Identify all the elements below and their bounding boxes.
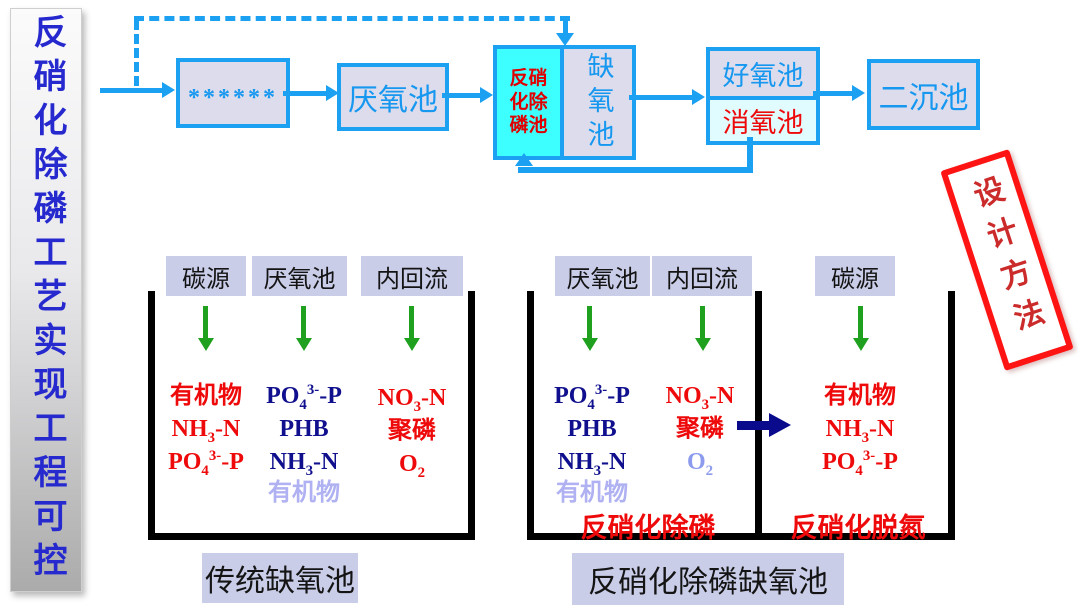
dashed-recycle-line-vertical-right [563,21,568,34]
tank1-species: PHB [279,416,329,442]
dnpr-label-line1: 反硝 [509,67,548,89]
arrow-anaerobic-to-dnpr-stem [442,93,481,98]
tank1-species: O2 [398,451,426,481]
tank1-species: 有机物 [170,383,242,409]
flow-box-deaeration: 消氧池 [710,96,816,141]
tank1-species: NH3-N [171,416,241,446]
tank1-species: PO43--P [168,448,244,479]
arrow-anoxic-to-aerobic-stem [629,95,693,100]
title-banner: 反硝化除磷工艺实现工程可控 [10,8,82,592]
green-arrow-icon [404,338,420,351]
flow-box-anoxic: 缺氧池 [564,49,632,156]
flow-box-inlet: ****** [176,58,290,128]
tank1-species: NH3-N [269,449,339,479]
tank2-species: NH3-N [557,449,627,479]
tank1-header-anaerobic: 厌氧池 [252,256,347,296]
tank2-species: 聚磷 [676,416,724,442]
tank2-species: PO43--P [822,448,898,479]
title-banner-text: 反硝化除磷工艺实现工程可控 [28,14,65,586]
tank1-species: NO3-N [377,385,447,415]
flow-box-aerobic: 好氧池 [710,51,816,96]
tank2-process-note-denitrification: 反硝化脱氮 [790,513,926,543]
green-arrow-icon [582,338,598,351]
dashed-recycle-line-horizontal [134,16,570,21]
tank-dnpr-anoxic: 厌氧池 内回流 碳源 PO43--P PHB NH3-N 有机物 NO3-N 聚… [527,250,955,610]
transfer-arrow-stem [737,421,770,430]
tank1-species: PO43--P [266,382,342,413]
inflow-arrowhead-icon [162,82,175,98]
aerobic-box-label: 好氧池 [722,61,804,91]
tank2-species: O2 [686,449,714,479]
transfer-arrow-icon [769,413,791,437]
green-arrow-icon [695,338,711,351]
arrow-anaerobic-to-dnpr-head-icon [480,87,493,103]
design-method-stamp: 设计方法 [940,149,1074,371]
arrow-inlet-to-anaerobic-head-icon [326,85,339,101]
dnpr-label-line3: 磷池 [509,115,548,137]
tank1-species: 聚磷 [388,418,436,444]
green-arrow-icon [853,338,869,351]
flow-box-dnpr: 反硝 化除 磷池 [497,49,564,156]
tank2-species: NO3-N [665,383,735,413]
design-method-stamp-text: 设计方法 [965,172,1050,347]
tank1-header-internal-recycle: 内回流 [361,256,463,296]
return-line-arrowhead-icon [515,153,533,166]
deaeration-box-label: 消氧池 [722,108,804,138]
green-arrow-stem [203,306,208,339]
green-arrow-stem [301,306,306,339]
green-arrow-icon [198,338,214,351]
tank1-right-wall [468,291,475,540]
anoxic-box-label: 缺氧池 [583,51,614,154]
green-arrow-stem [409,306,414,339]
tank2-species: NH3-N [825,416,895,446]
tank2-right-wall [948,291,955,540]
inflow-arrow-stem [100,88,162,93]
tank2-species: 有机物 [824,383,896,409]
secondary-clarifier-label: 二沉池 [878,81,969,115]
dashed-recycle-arrowhead-icon [556,33,574,46]
tank1-left-wall [148,291,155,540]
tank2-floor [527,533,955,540]
tank2-species: 有机物 [556,480,628,506]
tank1-floor [148,533,475,540]
tank2-species: PHB [567,416,617,442]
flow-box-secondary-clarifier: 二沉池 [867,59,980,130]
arrow-inlet-to-anaerobic-stem [283,91,327,96]
flow-box-aerobic-group: 好氧池 消氧池 [706,47,820,145]
flow-box-anaerobic: 厌氧池 [337,63,449,131]
tank2-process-note-dnpr: 反硝化除磷 [580,513,716,543]
arrow-aerobic-to-secondary-head-icon [852,85,865,101]
return-line-vertical-right [747,137,753,173]
tank2-caption: 反硝化除磷缺氧池 [572,553,844,605]
green-arrow-stem [858,306,863,339]
tank2-species: PO43--P [554,382,630,413]
tank1-species: 有机物 [268,480,340,506]
flow-box-dnpr-anoxic-group: 反硝 化除 磷池 缺氧池 [493,45,636,160]
green-arrow-icon [296,338,312,351]
tank2-left-wall [527,291,534,540]
arrow-aerobic-to-secondary-stem [813,91,853,96]
inlet-box-label: ****** [188,84,278,111]
tank2-divider-wall [755,291,762,540]
anaerobic-box-label: 厌氧池 [348,84,438,117]
green-arrow-stem [587,306,592,339]
tank-traditional-anoxic: 碳源 厌氧池 内回流 有机物 NH3-N PO43--P PO43--P PHB… [148,250,475,610]
dnpr-label-line2: 化除 [509,91,548,113]
tank1-header-carbon-source: 碳源 [166,256,246,296]
tank1-caption: 传统缺氧池 [202,553,358,603]
tank2-header-anaerobic: 厌氧池 [555,256,650,296]
tank2-header-internal-recycle: 内回流 [652,256,752,296]
green-arrow-stem [700,306,705,339]
return-line-horizontal [518,167,753,173]
dashed-recycle-line-vertical-left [134,20,139,86]
arrow-anoxic-to-aerobic-head-icon [692,89,705,105]
tank2-header-carbon-source: 碳源 [815,256,895,296]
